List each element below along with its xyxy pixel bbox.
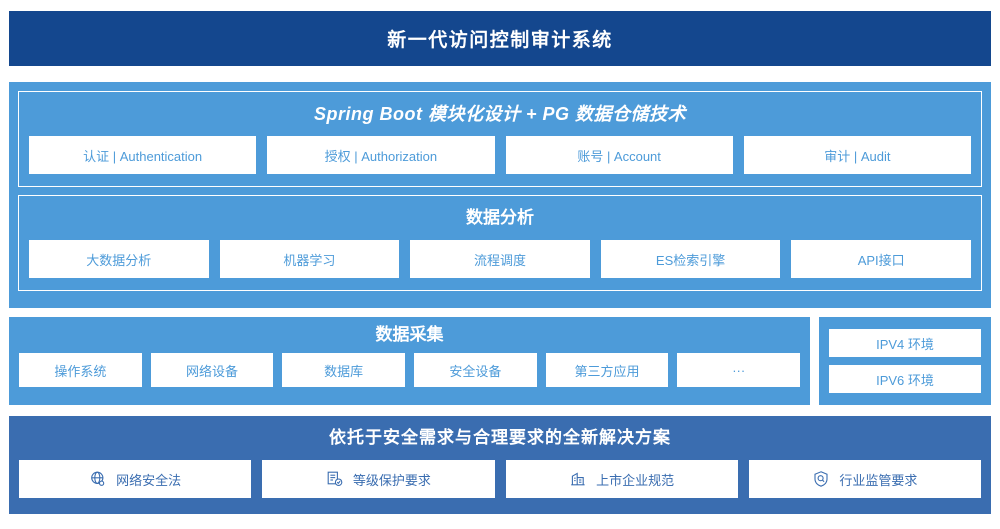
- solution-item-industry-regulation[interactable]: 行业监管要求: [748, 460, 981, 498]
- collection-item-more[interactable]: ···: [677, 353, 801, 387]
- analysis-item-api[interactable]: API接口: [791, 240, 971, 278]
- chip-label: 机器学习: [283, 252, 336, 268]
- chip-label: IPV4 环境: [876, 336, 934, 352]
- environment-panel: IPV4 环境 IPV6 环境: [819, 317, 991, 405]
- page-header: 新一代访问控制审计系统: [9, 11, 991, 66]
- chip-label: 安全设备: [449, 363, 502, 379]
- office-building-icon: [569, 470, 587, 488]
- collection-panel: 数据采集 操作系统 网络设备 数据库 安全设备 第三方应用 ···: [9, 317, 810, 405]
- solution-chip-row: 网络安全法 等级保护要求: [19, 460, 981, 498]
- chip-label: 大数据分析: [86, 252, 152, 268]
- collection-row: 数据采集 操作系统 网络设备 数据库 安全设备 第三方应用 ···: [9, 317, 991, 405]
- chip-label: 网络安全法: [116, 472, 182, 488]
- chip-label: 认证 | Authentication: [83, 148, 203, 164]
- platform-group: Spring Boot 模块化设计 + PG 数据仓储技术 认证 | Authe…: [18, 91, 982, 187]
- page-title: 新一代访问控制审计系统: [387, 30, 613, 51]
- environment-item-ipv4[interactable]: IPV4 环境: [829, 329, 981, 357]
- collection-chip-row: 操作系统 网络设备 数据库 安全设备 第三方应用 ···: [19, 353, 801, 387]
- platform-item-authorization[interactable]: 授权 | Authorization: [267, 136, 495, 174]
- chip-label: 数据库: [324, 363, 364, 379]
- analysis-group-title: 数据分析: [466, 208, 534, 227]
- chip-label: 授权 | Authorization: [324, 148, 438, 164]
- globe-icon: [89, 470, 107, 488]
- collection-group-title: 数据采集: [375, 325, 444, 344]
- chip-label: API接口: [857, 252, 905, 268]
- collection-item-network-device[interactable]: 网络设备: [150, 353, 274, 387]
- chip-label: 等级保护要求: [352, 472, 431, 488]
- shield-search-icon: [812, 470, 830, 488]
- collection-item-third-party-app[interactable]: 第三方应用: [545, 353, 669, 387]
- platform-group-title: Spring Boot 模块化设计 + PG 数据仓储技术: [313, 104, 686, 124]
- analysis-group: 数据分析 大数据分析 机器学习 流程调度 ES检索引擎 API接口: [18, 195, 982, 291]
- chip-label: 上市企业规范: [596, 472, 675, 488]
- solution-panel: 依托于安全需求与合理要求的全新解决方案 网络安全法: [9, 416, 991, 514]
- chip-label: IPV6 环境: [876, 372, 934, 388]
- platform-item-authentication[interactable]: 认证 | Authentication: [29, 136, 257, 174]
- collection-item-database[interactable]: 数据库: [282, 353, 406, 387]
- solution-item-listed-company-standards[interactable]: 上市企业规范: [505, 460, 738, 498]
- chip-label: 操作系统: [54, 363, 107, 379]
- platform-chip-row: 认证 | Authentication 授权 | Authorization 账…: [29, 136, 971, 174]
- chip-label: 账号 | Account: [577, 148, 661, 164]
- document-check-icon: [326, 470, 344, 488]
- chip-label: 第三方应用: [574, 363, 640, 379]
- chip-label: ···: [732, 362, 746, 378]
- chip-label: 行业监管要求: [839, 472, 918, 488]
- collection-item-operating-system[interactable]: 操作系统: [19, 353, 142, 387]
- chip-label: ES检索引擎: [655, 252, 726, 268]
- chip-label: 流程调度: [473, 252, 526, 268]
- collection-item-security-device[interactable]: 安全设备: [414, 353, 537, 387]
- analysis-item-es-search-engine[interactable]: ES检索引擎: [600, 240, 781, 278]
- platform-item-account[interactable]: 账号 | Account: [505, 136, 733, 174]
- platform-item-audit[interactable]: 审计 | Audit: [743, 136, 971, 174]
- analysis-item-bigdata[interactable]: 大数据分析: [29, 240, 209, 278]
- environment-item-ipv6[interactable]: IPV6 环境: [829, 365, 981, 393]
- solution-group-title: 依托于安全需求与合理要求的全新解决方案: [329, 428, 671, 447]
- platform-panel: Spring Boot 模块化设计 + PG 数据仓储技术 认证 | Authe…: [9, 82, 991, 308]
- analysis-item-process-scheduling[interactable]: 流程调度: [410, 240, 590, 278]
- solution-item-cybersecurity-law[interactable]: 网络安全法: [19, 460, 252, 498]
- analysis-item-machine-learning[interactable]: 机器学习: [219, 240, 400, 278]
- chip-label: 审计 | Audit: [824, 148, 891, 164]
- chip-label: 网络设备: [186, 363, 239, 379]
- solution-item-mlps-requirements[interactable]: 等级保护要求: [262, 460, 495, 498]
- analysis-chip-row: 大数据分析 机器学习 流程调度 ES检索引擎 API接口: [29, 240, 971, 278]
